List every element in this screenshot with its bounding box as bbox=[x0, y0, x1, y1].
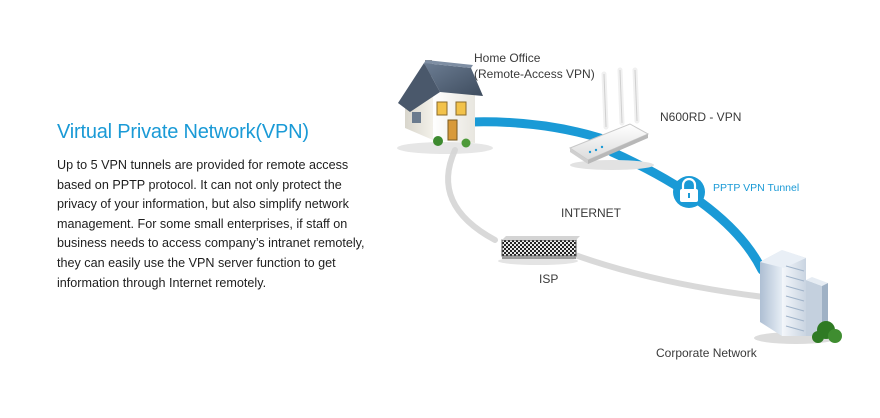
lock-icon bbox=[673, 176, 705, 208]
router-label: N600RD - VPN bbox=[660, 110, 742, 124]
home-office-label: Home Office (Remote-Access VPN) bbox=[474, 50, 595, 82]
vpn-tunnel-router-corporate bbox=[607, 147, 767, 275]
corporate-network-label: Corporate Network bbox=[656, 346, 757, 360]
isp-label: ISP bbox=[539, 272, 559, 286]
house-icon bbox=[397, 60, 493, 154]
home-office-label-line1: Home Office bbox=[474, 51, 541, 65]
tunnel-label: PPTP VPN Tunnel bbox=[713, 182, 800, 194]
internet-path-home-isp bbox=[445, 147, 498, 243]
home-office-label-line2: (Remote-Access VPN) bbox=[474, 67, 595, 81]
vpn-tunnel-home-router bbox=[465, 117, 605, 143]
internet-label: INTERNET bbox=[561, 206, 621, 220]
section-title: Virtual Private Network(VPN) bbox=[57, 121, 309, 143]
isp-device-icon bbox=[498, 236, 580, 265]
section-description: Up to 5 VPN tunnels are provided for rem… bbox=[57, 158, 365, 290]
router-icon bbox=[568, 67, 654, 170]
office-building-icon bbox=[754, 250, 842, 344]
internet-path-isp-corporate bbox=[572, 252, 775, 301]
